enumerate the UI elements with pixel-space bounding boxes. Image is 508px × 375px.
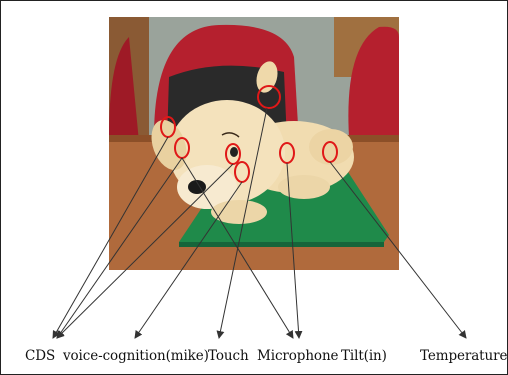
plush-eye xyxy=(230,147,238,157)
label-touch: Touch xyxy=(208,346,249,366)
plush-hind-leg xyxy=(309,129,353,165)
label-tilt: Tilt(in) xyxy=(341,346,387,366)
sensor-labels-row: CDS voice-cognition(mike) Touch Micropho… xyxy=(1,346,508,370)
label-microphone: Microphone xyxy=(257,346,338,366)
plush-nose xyxy=(188,180,206,194)
plush-paw-front xyxy=(211,200,267,224)
label-temperature: Temperature xyxy=(420,346,507,366)
label-voice-cognition: voice-cognition(mike) xyxy=(63,346,209,366)
photo-illustration xyxy=(109,17,399,270)
plush-toy-photo xyxy=(109,17,399,270)
label-cds: CDS xyxy=(25,346,55,366)
green-board-edge xyxy=(179,242,384,247)
plush-paw-side xyxy=(278,175,330,199)
